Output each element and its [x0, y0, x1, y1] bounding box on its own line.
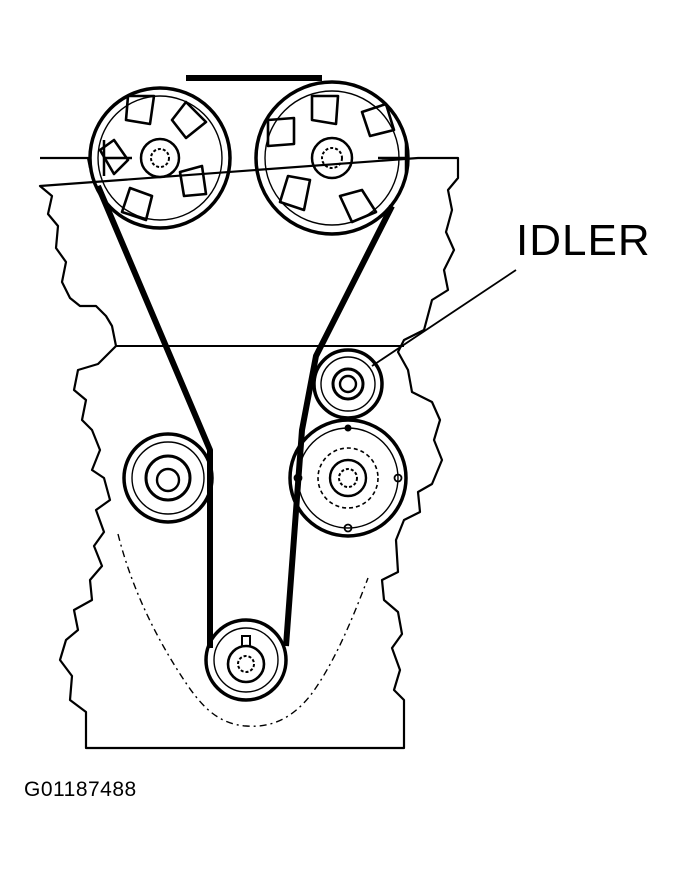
- right-camshaft-sprocket: [254, 80, 410, 236]
- engine-block-outline: [38, 156, 460, 750]
- tensioner-pulley: [122, 432, 214, 524]
- timing-belt: [95, 75, 395, 648]
- idler-label: IDLER: [516, 216, 651, 265]
- figure-id: G01187488: [24, 778, 137, 801]
- left-camshaft-sprocket: [88, 86, 232, 230]
- oil-pump-pulley: [288, 418, 408, 538]
- idler-pulley: [312, 348, 384, 420]
- timing-cover-dashed-outline: [117, 533, 369, 727]
- crankshaft-sprocket: [204, 618, 288, 702]
- idler-leader-line: [371, 269, 517, 367]
